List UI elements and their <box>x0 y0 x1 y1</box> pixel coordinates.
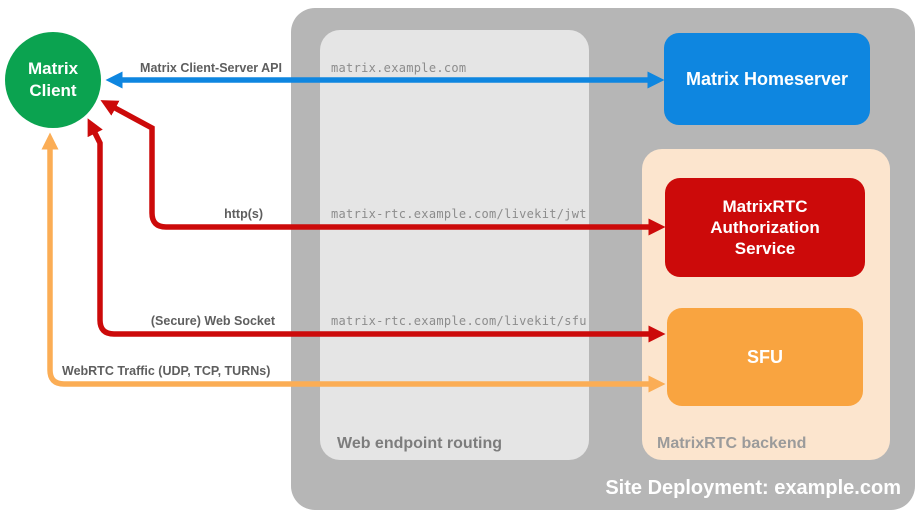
route-livekit-jwt: matrix-rtc.example.com/livekit/jwt <box>331 207 587 221</box>
site-deployment-label: Site Deployment: example.com <box>605 477 901 499</box>
matrix-homeserver-label: Matrix Homeserver <box>685 68 849 89</box>
matrix-client-node: Matrix Client <box>5 32 101 128</box>
sfu-node: SFU <box>667 308 863 406</box>
matrixrtc-authorization-service-label: MatrixRTC Authorization Service <box>710 196 820 259</box>
matrix-client-server-api-label: Matrix Client-Server API <box>140 61 282 75</box>
matrixrtc-authorization-service-node: MatrixRTC Authorization Service <box>665 178 865 277</box>
webrtc-traffic-label: WebRTC Traffic (UDP, TCP, TURNs) <box>62 364 271 378</box>
matrix-homeserver-node: Matrix Homeserver <box>664 33 870 125</box>
secure-web-socket-label: (Secure) Web Socket <box>150 314 275 328</box>
web-endpoint-routing-zone <box>320 30 589 460</box>
matrix-client-label: Matrix Client <box>27 58 79 100</box>
http-jwt-label: http(s) <box>224 207 263 221</box>
sfu-label: SFU <box>747 346 783 367</box>
matrixrtc-backend-label: MatrixRTC backend <box>657 435 807 452</box>
route-matrix-example-com: matrix.example.com <box>331 61 467 75</box>
route-livekit-sfu: matrix-rtc.example.com/livekit/sfu <box>331 314 587 328</box>
web-endpoint-routing-label: Web endpoint routing <box>337 435 503 452</box>
